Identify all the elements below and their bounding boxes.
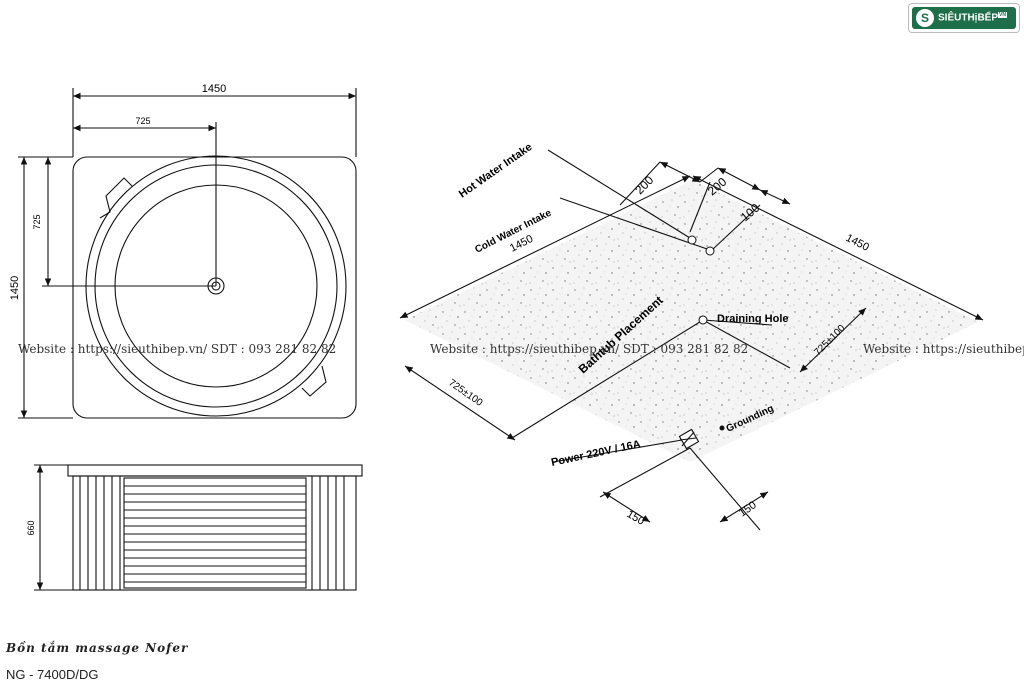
drain-hole (698, 315, 708, 325)
hot-water-inlet (687, 235, 697, 245)
brand-logo[interactable]: S SIÊUTHịBẾPVN (908, 3, 1020, 33)
plan-view (18, 88, 357, 419)
cold-water-inlet (705, 246, 715, 256)
product-model: NG - 7400D/DG (6, 667, 99, 682)
dim-150-right: 150 (737, 499, 759, 519)
slat-panel (123, 477, 307, 589)
dim-200-left: 200 (632, 173, 656, 197)
dim-1450-right: 1450 (844, 232, 871, 254)
side-slats-left (79, 476, 121, 590)
hot-water-leader (547, 149, 691, 239)
plan-height-label: 1450 (9, 276, 21, 300)
tub-outline (72, 156, 357, 419)
logo-badge: S SIÊUTHịBẾPVN (912, 7, 1016, 29)
side-top-rim (67, 464, 363, 477)
cold-water-leader (559, 197, 711, 251)
side-slats-center (123, 477, 307, 589)
watermark-center: Website : https://sieuthibep.vn/ SDT : 0… (430, 342, 749, 356)
plan-half-width-label: 725 (135, 116, 150, 126)
power-label: Power 220V / 16A (550, 438, 642, 469)
logo-text: SIÊUTHịBẾPVN (938, 12, 1007, 24)
draining-label: Draining Hole (717, 313, 789, 325)
grounding-point (719, 425, 725, 431)
logo-mark-icon: S (916, 9, 934, 27)
watermark-right: Website : https://sieuthibep.vn/ SDT : 0… (863, 342, 1024, 356)
side-view (34, 464, 363, 591)
plan-half-height-label: 725 (32, 214, 42, 229)
handle-notch-top (99, 177, 133, 219)
side-height-label: 660 (26, 520, 36, 535)
install-view: Hot Water Intake Cold Water Intake 200 2… (399, 141, 984, 531)
logo-suffix: VN (998, 12, 1007, 19)
logo-name: SIÊUTHịBẾP (938, 12, 999, 24)
dim-725-left: 725±100 (446, 377, 484, 409)
product-title: Bồn tắm massage Nofer (6, 641, 189, 655)
plan-width-label: 1450 (202, 83, 226, 95)
dim-150-left: 150 (625, 508, 647, 528)
watermark-left: Website : https://sieuthibep.vn/ SDT : 0… (18, 342, 337, 356)
side-slats-right (311, 476, 345, 590)
handle-notch-bottom (301, 365, 327, 397)
floor-area (405, 180, 978, 462)
side-body (72, 475, 357, 591)
power-leader (552, 439, 683, 463)
hot-water-label: Hot Water Intake (457, 141, 535, 200)
